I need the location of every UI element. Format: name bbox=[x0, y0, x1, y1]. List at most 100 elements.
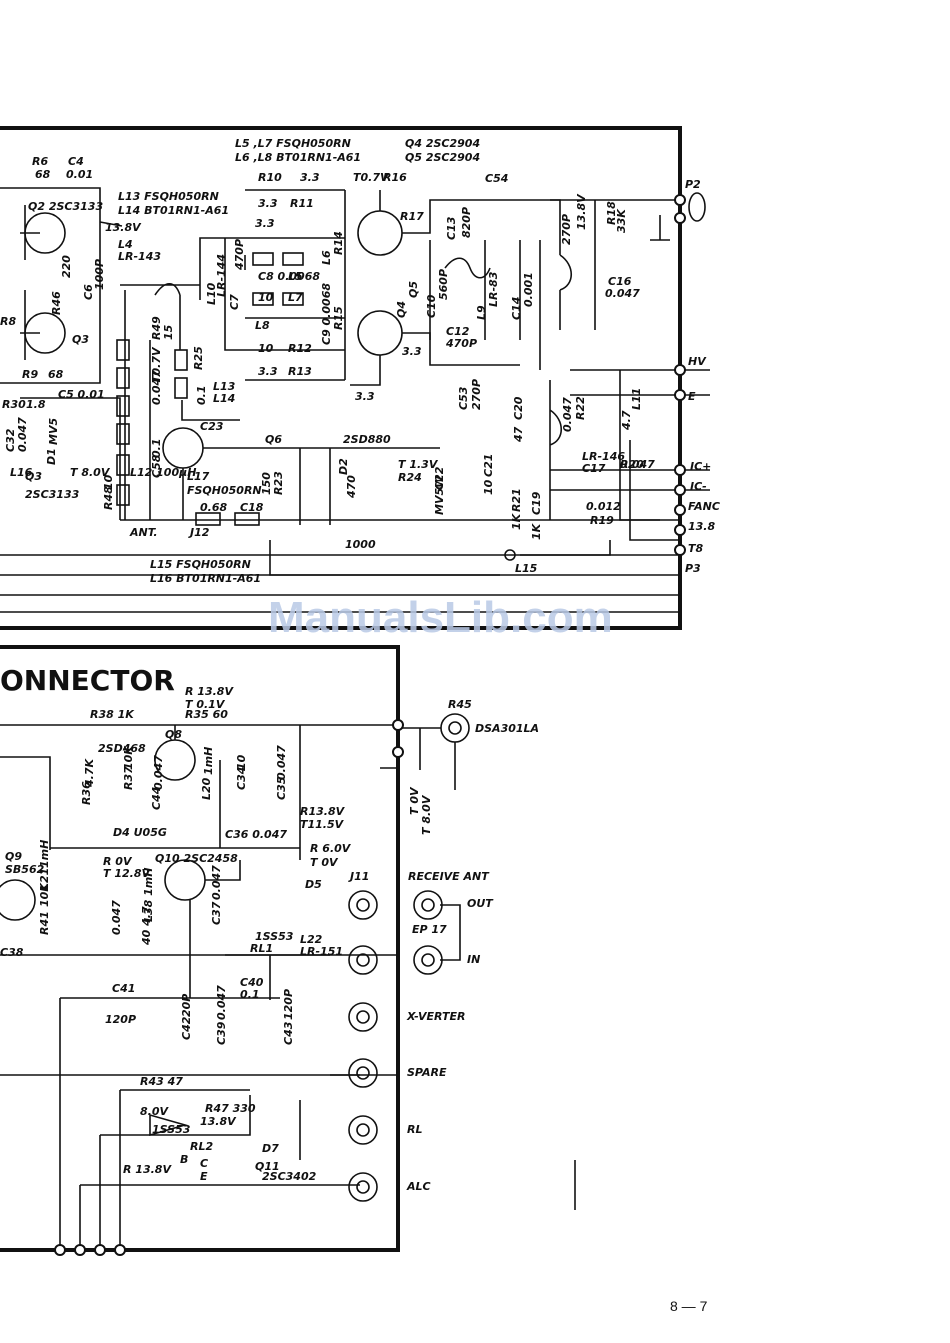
upper-label-9: R46 bbox=[50, 291, 63, 315]
lower-label-20: C36 0.047 bbox=[225, 828, 287, 841]
lower-label-46: C42 bbox=[180, 1016, 193, 1040]
lower-label-30: 1mH bbox=[38, 840, 51, 868]
l13-note-1: L13 FSQH050RN bbox=[118, 190, 219, 203]
upper-label-23: Q3 bbox=[25, 470, 42, 483]
upper-label-107: C17 bbox=[582, 462, 606, 475]
connector-pin-label-1: HV bbox=[688, 355, 707, 368]
upper-label-53: 470P bbox=[445, 337, 477, 350]
upper-label-71: C7 bbox=[228, 294, 241, 310]
lower-label-6: R36 bbox=[80, 781, 93, 805]
lower-label-5: 2SD468 bbox=[98, 742, 146, 755]
upper-label-86: L17 bbox=[187, 470, 210, 483]
upper-label-13: Q3 bbox=[72, 333, 89, 346]
lower-label-8: R37 bbox=[122, 766, 135, 790]
upper-label-36: 10 bbox=[258, 291, 274, 304]
connector-pin-label-3: IC+ bbox=[690, 460, 711, 473]
upper-label-110: 0.012 bbox=[586, 500, 621, 513]
lower-label-59: 1SS53 bbox=[152, 1123, 191, 1136]
inductor-note-2: L6 ,L8 BT01RN1-A61 bbox=[235, 151, 361, 164]
lower-label-4: Q8 bbox=[165, 728, 182, 741]
upper-label-0: R6 bbox=[32, 155, 48, 168]
upper-label-21: D1 bbox=[45, 448, 58, 465]
upper-label-51: 560P bbox=[437, 269, 450, 300]
lower-label-34: 0.047 bbox=[110, 900, 123, 935]
upper-label-113: R21 bbox=[510, 488, 523, 512]
upper-label-27: T0.7V bbox=[353, 171, 390, 184]
upper-label-56: C14 bbox=[510, 297, 523, 320]
lower-label-69: R45 bbox=[448, 698, 472, 711]
jack-label-1: OUT bbox=[467, 897, 494, 910]
upper-label-22: MV5 bbox=[47, 418, 60, 445]
upper-label-67: C16 bbox=[608, 275, 632, 288]
upper-label-35: R14 bbox=[332, 231, 345, 255]
upper-label-60: C53 bbox=[457, 386, 470, 410]
lower-label-55: 8.0V bbox=[140, 1105, 169, 1118]
upper-label-120: L16 bbox=[10, 466, 33, 479]
l13-note-2: L14 BT01RN1-A61 bbox=[118, 204, 229, 217]
lower-label-14: C34 bbox=[235, 767, 248, 790]
lower-label-68: T 8.0V bbox=[420, 794, 433, 835]
upper-label-66: 33K bbox=[615, 208, 628, 233]
upper-label-55: LR-83 bbox=[487, 271, 500, 307]
upper-label-20: 0.047 bbox=[16, 417, 29, 452]
upper-label-78: L14 bbox=[213, 392, 235, 405]
lower-label-27: Q9 bbox=[5, 850, 22, 863]
upper-label-5: 13.8V bbox=[105, 221, 142, 234]
lower-label-61: B bbox=[180, 1153, 188, 1166]
upper-label-52: C12 bbox=[446, 325, 470, 338]
connector-pin-label-8: P3 bbox=[685, 562, 701, 575]
connector-pin-label-6: 13.8 bbox=[688, 520, 715, 533]
lower-label-1: T 0.1V bbox=[185, 698, 226, 711]
upper-label-64: 13.8V bbox=[575, 193, 588, 230]
lower-label-50: C43 bbox=[282, 1021, 295, 1045]
upper-label-99: C21 bbox=[482, 454, 495, 477]
upper-label-30: R11 bbox=[290, 197, 314, 210]
lower-label-13: 1mH bbox=[202, 747, 215, 775]
lower-label-9: 10K bbox=[122, 745, 135, 770]
upper-label-3: 0.01 bbox=[66, 168, 93, 181]
upper-label-32: C8 0.0068 bbox=[258, 270, 320, 283]
upper-label-2: C4 bbox=[68, 155, 84, 168]
upper-label-87: FSQH050RN bbox=[187, 484, 262, 497]
upper-label-43: 3.3 bbox=[258, 365, 278, 378]
lower-label-17: 0.047 bbox=[275, 745, 288, 780]
lower-label-62: C bbox=[200, 1157, 208, 1170]
upper-label-89: 2SD880 bbox=[343, 433, 391, 446]
upper-label-6: L4 bbox=[118, 238, 133, 251]
upper-label-105: L11 bbox=[630, 388, 643, 410]
lower-label-16: C35 bbox=[275, 776, 288, 800]
lower-label-10: C44 bbox=[150, 787, 163, 810]
lower-label-60: RL2 bbox=[190, 1140, 213, 1153]
lower-label-22: R 6.0V bbox=[310, 842, 352, 855]
l15-note-1: L15 FSQH050RN bbox=[150, 558, 251, 571]
upper-label-12: R8 bbox=[0, 315, 16, 328]
lower-label-19: T11.5V bbox=[300, 818, 345, 831]
upper-label-7: LR-143 bbox=[118, 250, 161, 263]
lower-label-7: 4.7K bbox=[83, 758, 96, 788]
lower-label-45: 0.1 bbox=[240, 988, 260, 1001]
lower-label-32: 10K bbox=[38, 882, 51, 907]
upper-board-frame bbox=[0, 126, 682, 630]
lower-label-37: C37 bbox=[210, 901, 223, 925]
upper-label-44: R13 bbox=[288, 365, 312, 378]
connector-pin-label-7: T8 bbox=[688, 542, 704, 555]
jack-label-2: IN bbox=[467, 953, 480, 966]
upper-label-73: R49 bbox=[150, 316, 163, 340]
jack-label-5: SPARE bbox=[407, 1066, 447, 1079]
upper-label-54: L9 bbox=[475, 305, 488, 320]
l15-note-2: L16 BT01RN1-A61 bbox=[150, 572, 261, 585]
upper-label-70: LR-144 bbox=[215, 254, 228, 297]
lower-label-3: R35 60 bbox=[185, 708, 228, 721]
lower-label-64: Q11 bbox=[255, 1160, 280, 1173]
lower-label-25: T 12.8V bbox=[103, 867, 151, 880]
lower-label-53: 120P bbox=[105, 1013, 136, 1026]
lower-label-35: 40 4.7 bbox=[140, 906, 153, 946]
upper-label-93: R23 bbox=[272, 471, 285, 495]
upper-label-34: L6 bbox=[320, 250, 333, 265]
lower-label-47: 20P bbox=[180, 994, 193, 1017]
lower-label-72: ANT. bbox=[129, 526, 158, 539]
upper-label-31: 3.3 bbox=[255, 217, 275, 230]
jack-label-7: ALC bbox=[406, 1180, 431, 1193]
upper-label-1: 68 bbox=[35, 168, 51, 181]
upper-label-111: R19 bbox=[590, 514, 614, 527]
